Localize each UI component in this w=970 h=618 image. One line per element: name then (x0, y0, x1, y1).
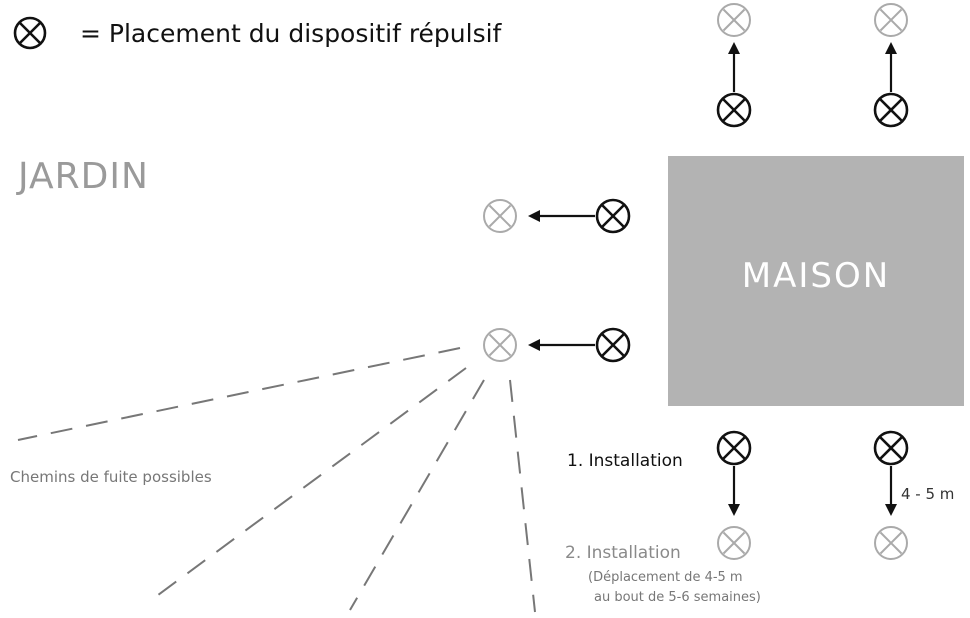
arrow-down-icon (728, 466, 740, 516)
legend-device-icon (13, 16, 47, 50)
device-active-icon (595, 198, 631, 234)
distance-label: 4 - 5 m (901, 485, 954, 503)
device-active-icon (716, 430, 752, 466)
house-label: MAISON (742, 256, 890, 296)
step1-label: 1. Installation (567, 451, 683, 471)
escape-paths-label: Chemins de fuite possibles (10, 468, 212, 486)
device-moved-icon (874, 526, 908, 560)
device-active-icon (595, 327, 631, 363)
step2-note-line1: (Déplacement de 4-5 m (588, 570, 743, 585)
device-moved-icon (483, 328, 517, 362)
arrow-left-icon (528, 339, 595, 351)
step2-note-line2: au bout de 5-6 semaines) (594, 590, 761, 605)
arrow-down-icon (885, 466, 897, 516)
device-active-icon (873, 430, 909, 466)
legend-text: = Placement du dispositif répulsif (80, 19, 503, 48)
garden-label: JARDIN (16, 156, 149, 197)
house: MAISON (668, 156, 964, 406)
device-moved-icon (717, 3, 751, 37)
device-active-icon (716, 92, 752, 128)
escape-paths (17, 347, 536, 613)
arrow-up-icon (728, 42, 740, 92)
escape-path-line (349, 379, 485, 611)
device-moved-icon (717, 526, 751, 560)
house-block (668, 156, 964, 406)
device-moved-icon (874, 3, 908, 37)
escape-path-line (509, 379, 536, 613)
legend: = Placement du dispositif répulsif (13, 16, 503, 50)
arrow-up-icon (885, 42, 897, 92)
device-active-icon (873, 92, 909, 128)
step2-label: 2. Installation (565, 543, 681, 563)
escape-path-line (17, 347, 461, 441)
arrow-left-icon (528, 210, 595, 222)
escape-path-line (157, 367, 467, 596)
device-moved-icon (483, 199, 517, 233)
